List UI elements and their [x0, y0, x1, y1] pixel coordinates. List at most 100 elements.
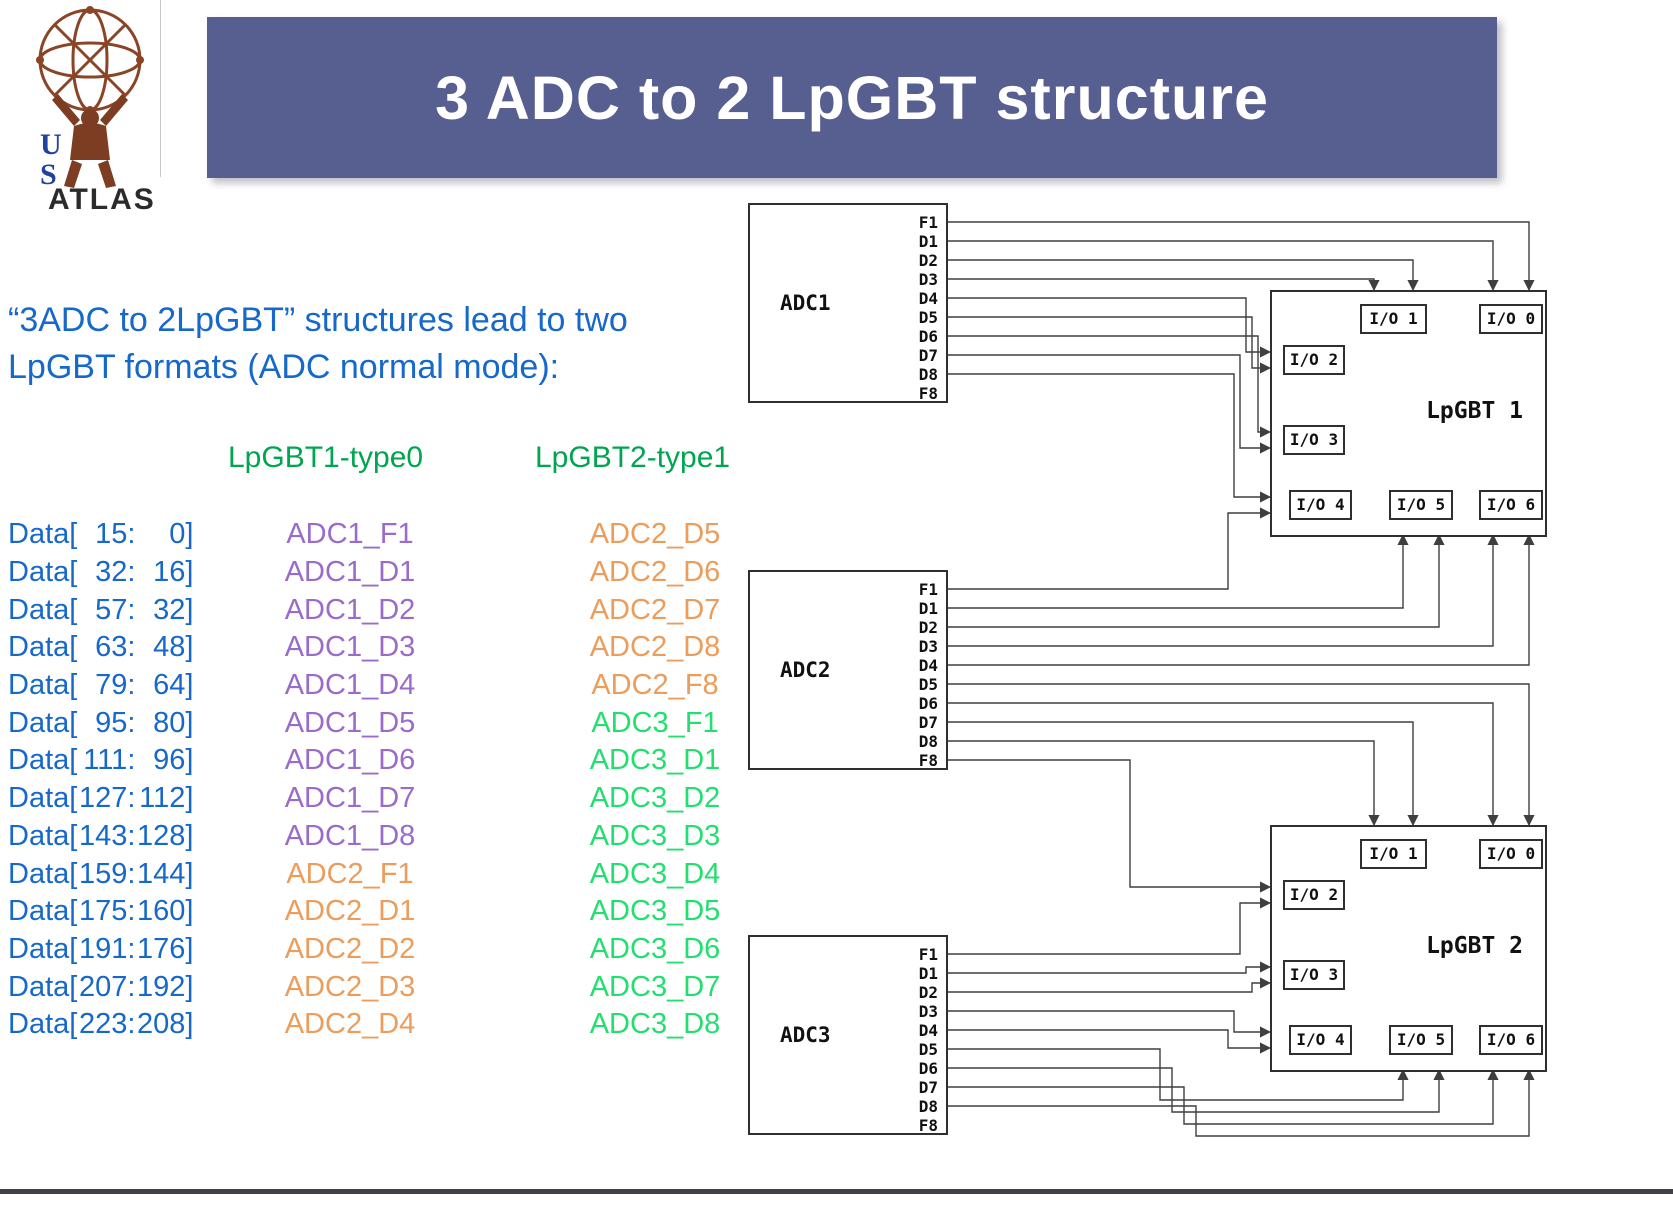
wire	[948, 533, 1409, 609]
pin-label: D1	[918, 232, 938, 251]
wire	[948, 533, 1535, 666]
lpgbt2-signal: ADC3_D3	[589, 819, 721, 852]
pin-label: D8	[918, 365, 938, 384]
lpgbt2-signal: ADC2_D6	[589, 556, 721, 589]
lpgbt2-signal: ADC2_F8	[591, 669, 719, 702]
bit-range-label: Data[32:16]	[8, 556, 194, 589]
io-port: I/O 4	[1289, 1025, 1352, 1055]
lpgbt1-signal: ADC1_D2	[284, 593, 416, 626]
mapping-row: Data[159:144] ADC2_F1 ADC3_D4	[8, 855, 840, 893]
wire	[948, 297, 1272, 358]
bit-range-label: Data[143:128]	[8, 819, 194, 852]
pin-label: D5	[918, 1040, 938, 1059]
intro-line-2: LpGBT formats (ADC normal mode):	[8, 348, 560, 386]
slide-title: 3 ADC to 2 LpGBT structure	[435, 63, 1269, 132]
wire	[948, 1029, 1272, 1054]
io-port: I/O 4	[1289, 490, 1352, 520]
io-port: I/O 1	[1360, 304, 1427, 334]
wire	[948, 533, 1445, 628]
lpgbt1-label: LpGBT 1	[1426, 398, 1523, 424]
pin-label: D4	[918, 1021, 938, 1040]
mapping-row: Data[32:16] ADC1_D1 ADC2_D6	[8, 554, 840, 592]
lpgbt1-signal: ADC1_D3	[284, 631, 416, 664]
bit-range-label: Data[159:144]	[8, 857, 194, 890]
wire	[948, 1068, 1535, 1137]
bit-range-label: Data[63:48]	[8, 631, 194, 664]
logo-letter-u: U	[40, 128, 62, 161]
pin-label: D7	[918, 1078, 938, 1097]
bit-range-label: Data[207:192]	[8, 970, 194, 1003]
logo-divider	[160, 0, 161, 177]
pin-label: F8	[918, 751, 938, 770]
bit-range-label: Data[111:96]	[8, 744, 194, 777]
wire	[948, 354, 1272, 454]
pin-label: D5	[918, 675, 938, 694]
lpgbt1-signal: ADC1_D6	[284, 744, 416, 777]
io-port: I/O 3	[1283, 960, 1345, 990]
lpgbt1-signal: ADC2_F1	[286, 857, 414, 890]
bit-range-label: Data[191:176]	[8, 932, 194, 965]
lpgbt2-signal: ADC2_D7	[589, 593, 721, 626]
column-header-lpgbt2: LpGBT2-type1	[535, 441, 731, 474]
io-port: I/O 6	[1479, 1025, 1543, 1055]
lpgbt1-signal: ADC1_D1	[284, 556, 416, 589]
wire	[948, 316, 1272, 374]
wire	[948, 961, 1272, 974]
wire	[948, 721, 1419, 827]
logo-atlas-text: ATLAS	[48, 183, 156, 214]
pin-label: D2	[918, 251, 938, 270]
lpgbt2-signal: ADC3_D8	[589, 1008, 721, 1041]
pin-label: D3	[918, 637, 938, 656]
pin-label: D2	[918, 618, 938, 637]
pin-label: D4	[918, 289, 938, 308]
bit-range-label: Data[127:112]	[8, 782, 194, 815]
io-port: I/O 2	[1283, 880, 1345, 910]
wire	[948, 683, 1535, 827]
adc1-label: ADC1	[780, 291, 831, 315]
pin-label: D4	[918, 656, 938, 675]
adc3-label: ADC3	[780, 1023, 831, 1047]
wire	[948, 897, 1272, 955]
bit-range-label: Data[175:160]	[8, 895, 194, 928]
bit-range-label: Data[15:0]	[8, 518, 194, 551]
wire	[948, 702, 1499, 827]
lpgbt2-signal: ADC2_D8	[589, 631, 721, 664]
pin-label: D6	[918, 694, 938, 713]
pin-label: F8	[918, 1116, 938, 1135]
lpgbt2-signal: ADC3_D6	[589, 932, 721, 965]
io-port: I/O 3	[1283, 425, 1345, 455]
io-port: I/O 5	[1389, 490, 1453, 520]
pin-label: D8	[918, 1097, 938, 1116]
lpgbt2-signal: ADC3_D2	[589, 782, 721, 815]
title-banner: 3 ADC to 2 LpGBT structure	[207, 17, 1497, 178]
atlas-figure	[52, 94, 128, 188]
lpgbt1-signal: ADC2_D1	[284, 895, 416, 928]
pin-label: D6	[918, 1059, 938, 1078]
lpgbt1-signal: ADC1_D4	[284, 669, 416, 702]
mapping-row: Data[191:176] ADC2_D2 ADC3_D6	[8, 931, 840, 969]
adc2-label: ADC2	[780, 658, 831, 682]
pin-label: D7	[918, 713, 938, 732]
lpgbt2-signal: ADC3_F1	[591, 706, 719, 739]
mapping-row: Data[63:48] ADC1_D3 ADC2_D8	[8, 629, 840, 667]
slide-bottom-border	[0, 1189, 1673, 1194]
io-port: I/O 1	[1360, 839, 1427, 869]
lpgbt1-signal: ADC2_D2	[284, 932, 416, 965]
wire	[948, 1010, 1272, 1038]
lpgbt2-signal: ADC3_D4	[589, 857, 721, 890]
us-atlas-logo: U S ATLAS	[6, 2, 160, 216]
pin-label: F1	[918, 945, 938, 964]
pin-label: D3	[918, 270, 938, 289]
